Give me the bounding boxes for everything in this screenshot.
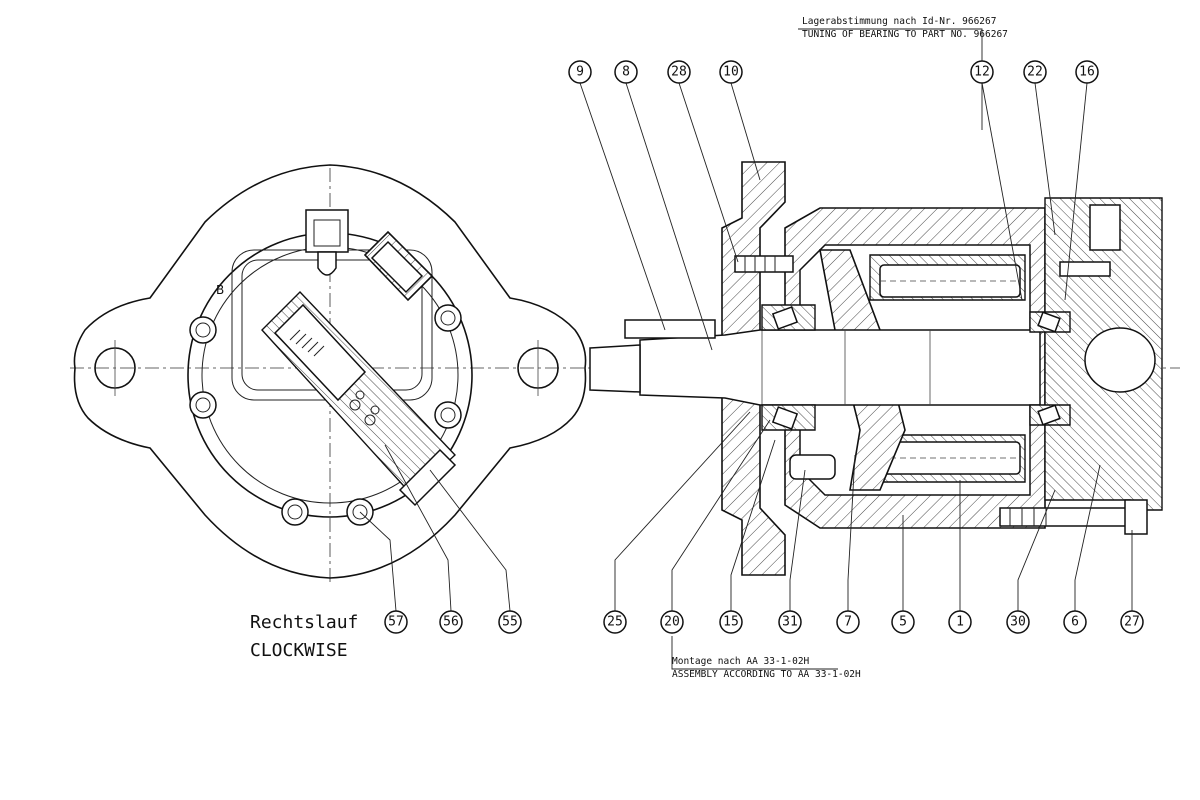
rotation-label-de: Rechtslauf bbox=[250, 612, 358, 633]
top-plug bbox=[305, 209, 349, 276]
callout-27: 27 bbox=[1120, 530, 1144, 634]
rear-bearing bbox=[1029, 311, 1071, 426]
bearing-note-de: Lagerabstimmung nach Id-Nr. 966267 bbox=[802, 16, 996, 27]
svg-text:8: 8 bbox=[622, 65, 630, 80]
callout-15: 15 bbox=[719, 439, 776, 634]
callout-12: 12 bbox=[970, 60, 1023, 301]
end-cover-port bbox=[1084, 327, 1156, 393]
svg-text:10: 10 bbox=[723, 65, 739, 80]
drive-shaft bbox=[589, 319, 1041, 406]
callout-5: 5 bbox=[891, 515, 915, 634]
callout-57: 57 bbox=[359, 511, 408, 634]
svg-text:5: 5 bbox=[899, 615, 907, 630]
svg-text:20: 20 bbox=[664, 615, 680, 630]
svg-text:1: 1 bbox=[956, 615, 964, 630]
callout-10: 10 bbox=[719, 60, 761, 181]
svg-text:57: 57 bbox=[388, 615, 404, 630]
bearing-note-en: TUNING OF BEARING TO PART NO. 966267 bbox=[802, 29, 1008, 40]
callout-25: 25 bbox=[603, 411, 751, 634]
callout-8: 8 bbox=[614, 60, 713, 351]
svg-text:25: 25 bbox=[607, 615, 623, 630]
callout-56: 56 bbox=[384, 444, 463, 634]
svg-text:27: 27 bbox=[1124, 615, 1140, 630]
svg-text:55: 55 bbox=[502, 615, 518, 630]
svg-text:22: 22 bbox=[1027, 65, 1043, 80]
svg-text:31: 31 bbox=[782, 615, 798, 630]
svg-text:28: 28 bbox=[671, 65, 687, 80]
svg-text:30: 30 bbox=[1010, 615, 1026, 630]
svg-text:12: 12 bbox=[974, 65, 990, 80]
callout-7: 7 bbox=[836, 454, 860, 634]
view-marker: B bbox=[216, 283, 224, 297]
front-view: B bbox=[70, 164, 1180, 585]
flange-outline bbox=[73, 164, 587, 579]
assembly-note-de: Montage nach AA 33-1-02H bbox=[672, 656, 810, 667]
callout-20: 20 bbox=[660, 419, 771, 634]
svg-text:16: 16 bbox=[1079, 65, 1095, 80]
section-view bbox=[589, 161, 1163, 576]
svg-text:15: 15 bbox=[723, 615, 739, 630]
callout-55: 55 bbox=[429, 469, 522, 634]
callout-22: 22 bbox=[1023, 60, 1056, 236]
callout-16: 16 bbox=[1064, 60, 1099, 301]
svg-text:7: 7 bbox=[844, 615, 852, 630]
callout-28: 28 bbox=[667, 60, 739, 263]
assembly-note-en: ASSEMBLY ACCORDING TO AA 33-1-02H bbox=[672, 669, 861, 680]
svg-text:6: 6 bbox=[1071, 615, 1079, 630]
control-valve-body bbox=[261, 290, 457, 507]
rotation-label-en: CLOCKWISE bbox=[250, 640, 348, 661]
callout-6: 6 bbox=[1063, 464, 1101, 634]
front-bearing bbox=[761, 304, 816, 431]
svg-text:56: 56 bbox=[443, 615, 459, 630]
callout-1: 1 bbox=[948, 480, 972, 634]
svg-text:9: 9 bbox=[576, 65, 584, 80]
callout-9: 9 bbox=[568, 60, 666, 331]
callout-30: 30 bbox=[1006, 489, 1056, 634]
oblique-plug bbox=[363, 230, 434, 302]
callout-31: 31 bbox=[778, 469, 806, 634]
housing-bolts bbox=[734, 255, 1148, 535]
